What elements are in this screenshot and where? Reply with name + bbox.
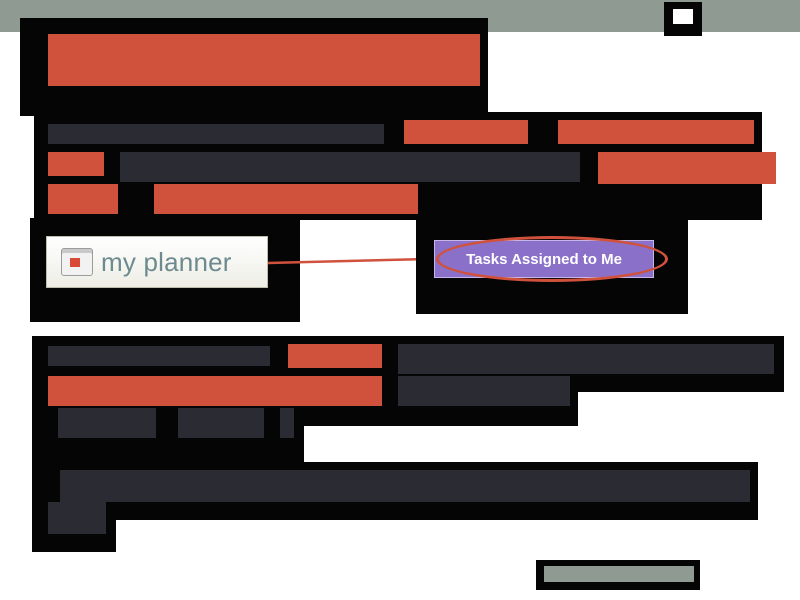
redacted-text	[48, 346, 270, 366]
redacted-text	[48, 124, 384, 144]
redacted-text	[280, 408, 294, 438]
footer-button[interactable]	[536, 560, 700, 590]
redacted-text	[48, 184, 118, 214]
redacted-text	[598, 152, 776, 184]
redacted-text	[178, 408, 264, 438]
redacted-text	[58, 408, 156, 438]
redacted-text	[48, 376, 382, 406]
calendar-icon	[61, 248, 93, 276]
redacted-text	[288, 344, 382, 368]
redacted-text	[60, 470, 750, 502]
footer-button-face	[544, 566, 694, 582]
highlight-ellipse	[436, 236, 668, 282]
redacted-text	[404, 120, 528, 144]
redacted-text	[48, 502, 106, 534]
redacted-text	[398, 376, 570, 406]
my-planner-label: my planner	[101, 246, 232, 277]
redacted-text	[120, 152, 580, 182]
calendar-icon-marker	[70, 258, 80, 267]
close-button[interactable]	[664, 2, 702, 36]
redacted-text	[48, 152, 104, 176]
redacted-text	[398, 344, 774, 374]
my-planner-link[interactable]: my planner	[46, 236, 268, 288]
redacted-heading	[48, 34, 480, 86]
redacted-text	[154, 184, 418, 214]
close-button-face	[673, 9, 693, 24]
arrow-line	[267, 257, 429, 265]
redacted-text	[558, 120, 754, 144]
